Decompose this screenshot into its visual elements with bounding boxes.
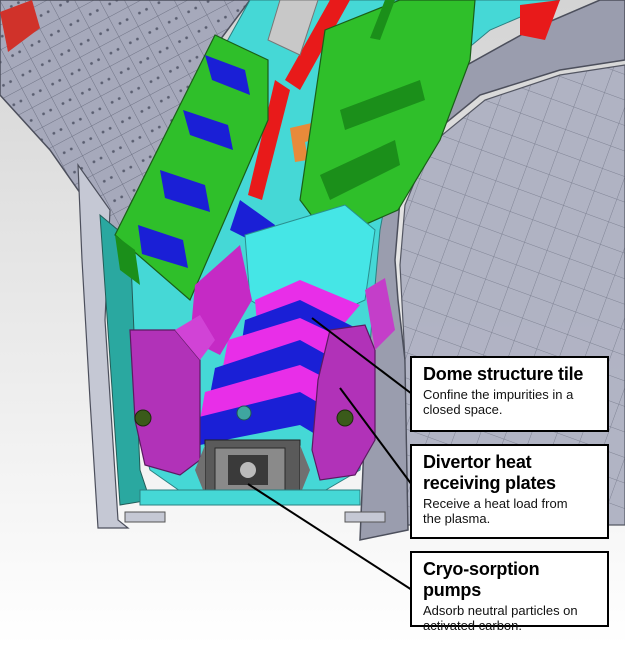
callout-title: Divertor heat receiving plates: [423, 452, 598, 494]
cassette-base: [139, 489, 361, 506]
callout-dome-structure-tile: Dome structure tile Confine the impuriti…: [410, 356, 609, 432]
leader-line-plates: [339, 387, 413, 486]
red-pipe-2: [248, 80, 290, 200]
right-divertor-plate: [311, 278, 395, 481]
callout-description: Adsorb neutral particles on activated ca…: [423, 603, 598, 633]
callout-divertor-heat-receiving-plates: Divertor heat receiving plates Receive a…: [410, 444, 609, 539]
leader-line-dome: [311, 317, 413, 395]
callout-description: Confine the impurities in a closed space…: [423, 387, 598, 417]
left-divertor-plate: [129, 315, 215, 476]
support-ring: [236, 405, 252, 421]
callout-desc-line: Adsorb neutral particles on: [423, 603, 578, 618]
callout-description: Receive a heat load from the plasma.: [423, 496, 598, 526]
left-red-accent: [0, 0, 40, 52]
callout-title-line: receiving plates: [423, 473, 556, 493]
right-armor-column: [299, 0, 476, 241]
red-pipe-3: [520, 0, 560, 40]
red-pipe-1: [285, 0, 350, 90]
left-armor-column: [114, 34, 269, 301]
callout-cryo-sorption-pumps: Cryo-sorption pumps Adsorb neutral parti…: [410, 551, 609, 633]
gray-pipe: [267, 0, 319, 56]
callout-desc-line: closed space.: [423, 402, 503, 417]
callout-desc-line: Receive a heat load from: [423, 496, 568, 511]
cassette-feet: [124, 511, 386, 523]
callout-title-line: Divertor heat: [423, 452, 532, 472]
callout-title: Dome structure tile: [423, 364, 584, 384]
leader-line-pump: [247, 483, 413, 591]
callout-desc-line: the plasma.: [423, 511, 491, 526]
callout-desc-line: activated carbon.: [423, 618, 523, 633]
callout-title: Cryo-sorption pumps: [423, 559, 540, 600]
callout-desc-line: Confine the impurities in a: [423, 387, 574, 402]
